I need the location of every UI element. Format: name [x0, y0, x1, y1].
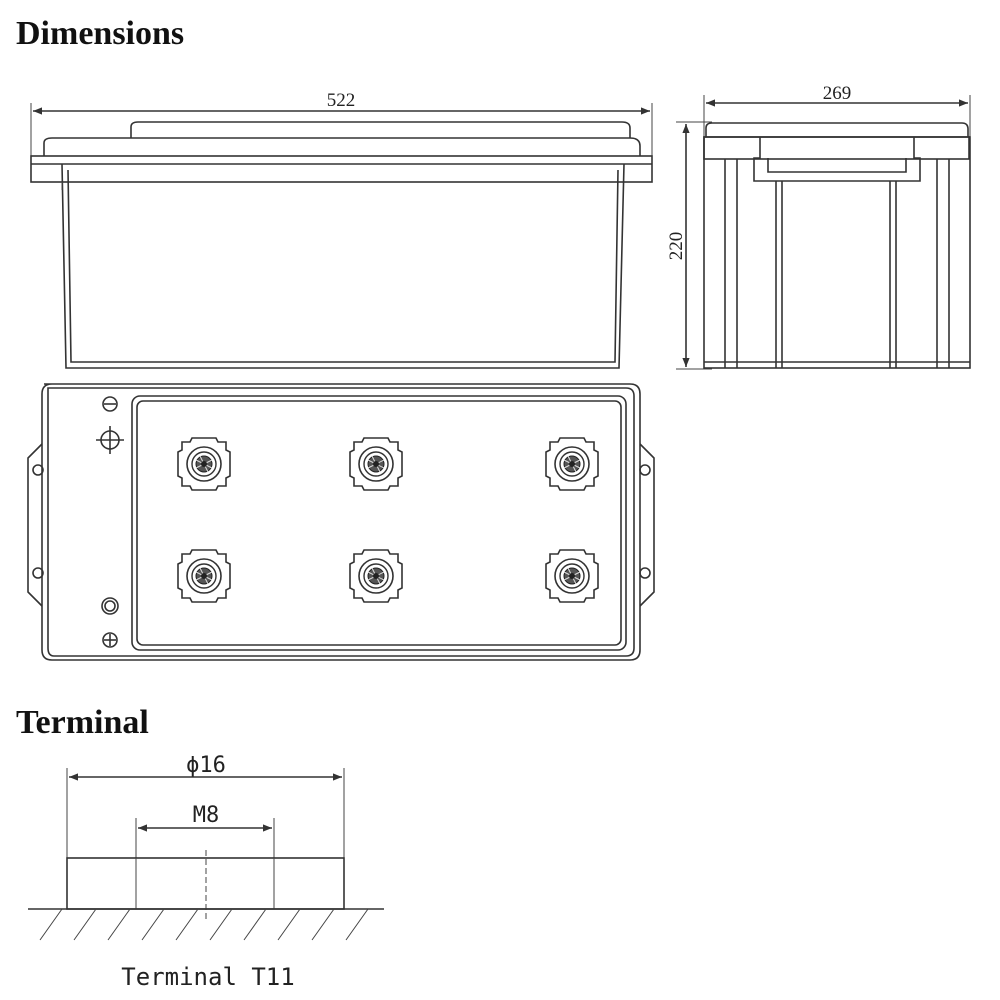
terminal-post-icon	[545, 437, 599, 491]
side-view: 269 220	[666, 83, 971, 370]
front-view: 522	[30, 90, 653, 369]
thread-dimension-label: M8	[193, 803, 220, 828]
top-view	[27, 383, 655, 661]
terminal-heading: Terminal	[16, 704, 149, 741]
diameter-dimension-label: ϕ16	[186, 753, 226, 778]
terminal-post-icon	[177, 549, 231, 603]
terminal-post-icon	[349, 437, 403, 491]
terminal-post-icon	[545, 549, 599, 603]
vent-plug-icon	[101, 597, 119, 615]
terminal-post-icon	[349, 549, 403, 603]
length-dimension-label: 522	[327, 90, 356, 111]
terminal-post-icon	[177, 437, 231, 491]
dimensions-heading: Dimensions	[16, 15, 184, 52]
terminal-caption: Terminal T11	[121, 963, 294, 991]
terminal-detail: ϕ16 M8 Terminal T11	[28, 753, 384, 991]
negative-marker-icon	[102, 396, 118, 412]
width-dimension-label: 269	[823, 83, 852, 104]
positive-marker-icon	[102, 632, 118, 648]
height-dimension-label: 220	[666, 232, 687, 261]
